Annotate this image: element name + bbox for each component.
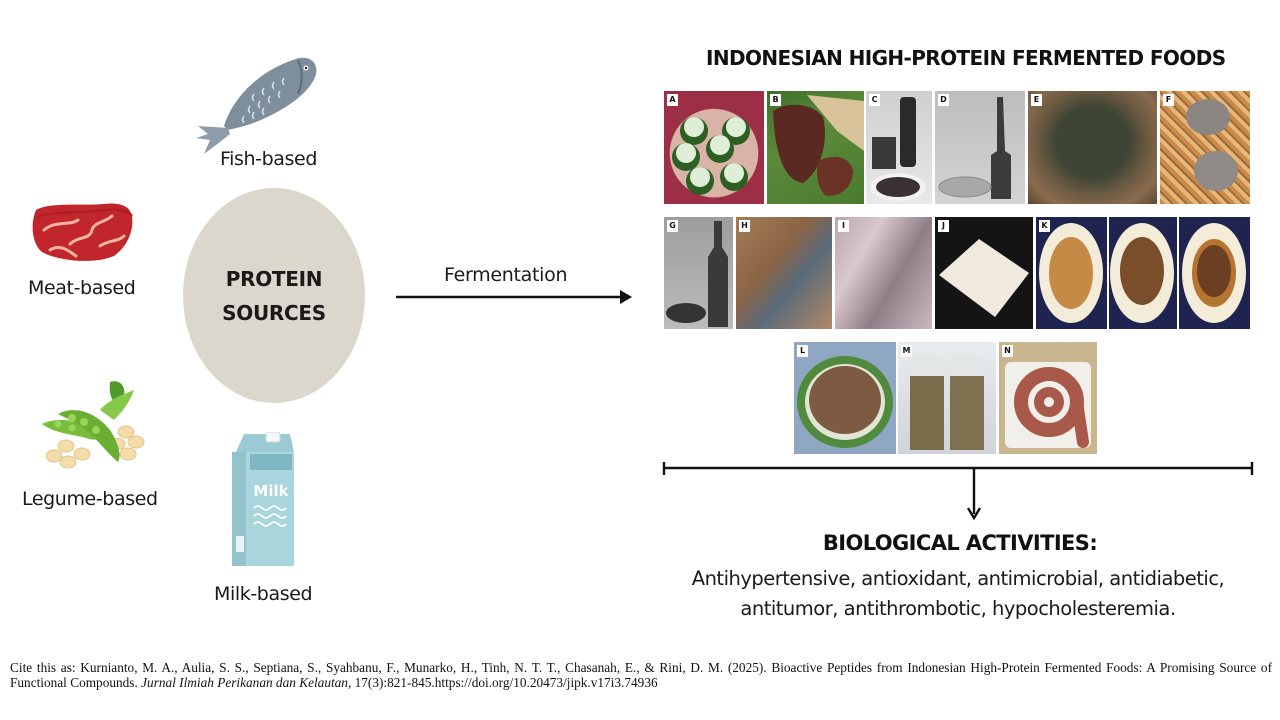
food-photo-k: K [1036, 217, 1250, 329]
food-photo-f: F [1160, 91, 1250, 204]
food-photo-letter: L [797, 345, 808, 357]
food-photo-letter: E [1031, 94, 1042, 106]
milk-carton-icon: Milk [232, 432, 294, 566]
food-photo-e: E [1028, 91, 1157, 204]
food-photo-letter: N [1002, 345, 1013, 357]
soybean-icon [42, 381, 145, 469]
food-photo-a: A [664, 91, 764, 204]
food-photo-letter: C [869, 94, 880, 106]
protein-sources-circle: PROTEIN SOURCES [183, 188, 365, 403]
food-photo-letter: F [1163, 94, 1174, 106]
citation-suffix: , 17(3):821-845.https://doi.org/10.20473… [347, 675, 658, 690]
food-photo-letter: D [938, 94, 949, 106]
fish-icon [196, 57, 317, 154]
citation-prefix: Cite this as: Kurnianto, M. A., Aulia, S… [10, 660, 1272, 690]
food-photo-letter: I [838, 220, 849, 232]
fermentation-label: Fermentation [444, 264, 568, 286]
protein-sources-title-line1: PROTEIN [225, 266, 323, 291]
food-photo-d: D [935, 91, 1025, 204]
meat-icon [32, 203, 133, 261]
food-photo-letter: K [1039, 220, 1050, 232]
biological-activities-list: Antihypertensive, antioxidant, antimicro… [691, 567, 1225, 620]
food-photo-letter: A [667, 94, 678, 106]
citation-journal: Jurnal Ilmiah Perikanan dan Kelautan [141, 675, 348, 690]
milk-carton-text: Milk [253, 482, 289, 500]
food-photo-letter: B [770, 94, 781, 106]
food-photo-letter: G [667, 220, 678, 232]
source-label-milk: Milk-based [214, 583, 313, 605]
source-label-meat: Meat-based [28, 277, 136, 299]
food-photo-letter: H [739, 220, 750, 232]
food-photo-g-image [666, 221, 728, 327]
food-photo-a-image [672, 117, 750, 195]
biological-activities-title: BIOLOGICAL ACTIVITIES: [822, 531, 1098, 555]
food-photo-j: J [935, 217, 1033, 329]
food-photo-b: B [767, 91, 864, 204]
food-photo-b-image [773, 95, 864, 196]
food-photo-c: C [866, 91, 932, 204]
food-photo-d-image [938, 97, 1011, 199]
food-photo-letter: J [938, 220, 949, 232]
bracket-arrow-icon [662, 462, 1254, 521]
protein-sources-title-line2: SOURCES [222, 300, 326, 325]
citation: Cite this as: Kurnianto, M. A., Aulia, S… [10, 660, 1272, 690]
biological-activities-heading-wrap: BIOLOGICAL ACTIVITIES: [0, 531, 1280, 555]
food-photo-j-image [939, 239, 1029, 317]
food-photo-m-image [910, 354, 984, 450]
source-label-legume: Legume-based [22, 488, 158, 510]
fermentation-arrow-icon [396, 290, 632, 304]
food-photo-g: G [664, 217, 733, 329]
food-photo-m: M [898, 342, 996, 454]
food-photo-c-image [870, 97, 926, 201]
food-photo-n-image [1005, 362, 1091, 448]
food-photo-letter: M [901, 345, 912, 357]
food-photo-f-image [1186, 99, 1238, 191]
food-photo-l-image [797, 356, 893, 448]
source-label-fish: Fish-based [220, 148, 317, 170]
food-photo-h: H [736, 217, 832, 329]
food-photo-k-image [1039, 217, 1246, 329]
food-photo-i: I [835, 217, 932, 329]
food-photo-l: L [794, 342, 896, 454]
food-photo-n: N [999, 342, 1097, 454]
foods-title: INDONESIAN HIGH-PROTEIN FERMENTED FOODS [706, 46, 1226, 70]
